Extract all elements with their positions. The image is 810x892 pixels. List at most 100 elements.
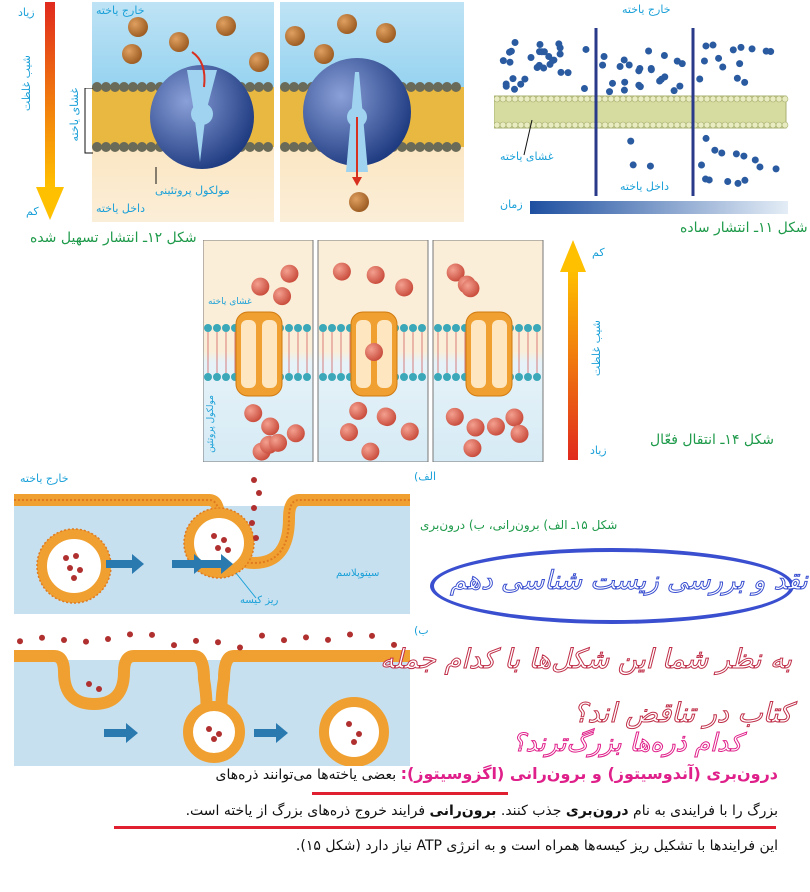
lipid-head <box>733 121 741 129</box>
lipid-head <box>781 121 789 129</box>
lipid-head <box>553 95 561 103</box>
lipid-head <box>655 95 663 103</box>
paragraph-line-2: بزرگ را با فرایندی به نام درون‌بری جذب ک… <box>186 803 778 819</box>
lipid-head <box>697 95 705 103</box>
molecule <box>506 58 514 66</box>
lipid-head <box>418 324 426 332</box>
lipid-head <box>505 95 513 103</box>
lipid-head <box>643 121 651 129</box>
molecule <box>660 52 668 60</box>
molecule <box>486 417 505 436</box>
molecule <box>732 150 740 158</box>
molecule <box>582 45 590 53</box>
particle <box>356 731 362 737</box>
molecule <box>251 277 270 296</box>
molecule <box>636 83 644 91</box>
lipid-head <box>110 142 120 152</box>
concentration-gradient-arrow <box>560 240 586 460</box>
particle <box>259 632 265 639</box>
lipid-head <box>667 121 675 129</box>
lipid-head <box>533 373 541 381</box>
lipid-head <box>319 373 327 381</box>
lipid-head <box>625 121 633 129</box>
molecule <box>564 69 572 77</box>
molecule <box>527 54 535 62</box>
lipid-head <box>643 95 651 103</box>
particle <box>63 555 69 561</box>
molecule <box>625 61 633 69</box>
lipid-head <box>727 121 735 129</box>
lipid-head <box>523 121 531 129</box>
particle <box>369 632 375 639</box>
question-line-3: کدام ذره‌ها بزرگ‌ترند؟ <box>512 728 743 758</box>
membrane-label: غشای یاخته <box>68 88 81 142</box>
outside-cell-label: خارج یاخته <box>622 3 671 16</box>
figure-15-caption: شکل ۱۵ـ الف) برون‌رانی، ب) درون‌بری <box>420 518 618 532</box>
lipid-head <box>328 373 336 381</box>
lipid-head <box>511 95 519 103</box>
lipid-head <box>763 121 771 129</box>
lipid-head <box>254 82 264 92</box>
molecule <box>702 42 710 50</box>
molecule <box>550 56 558 64</box>
gradient-low-label: کم <box>26 205 39 218</box>
molecule <box>505 408 524 427</box>
lipid-head <box>204 324 212 332</box>
paragraph-text: جذب کنند. <box>496 803 566 819</box>
particle <box>347 631 353 638</box>
paragraph-line-3: این فرایندها با تشکیل ریز کیسه‌ها همراه … <box>295 838 778 854</box>
lipid-head <box>280 82 290 92</box>
lipid-head <box>673 121 681 129</box>
lipid-head <box>757 121 765 129</box>
lipid-head <box>547 95 555 103</box>
part-b-label: ب) <box>414 624 429 637</box>
lipid-head <box>721 95 729 103</box>
lipid-head <box>533 324 541 332</box>
lipid-head <box>285 324 293 332</box>
molecule <box>719 63 727 71</box>
lipid-head <box>517 95 525 103</box>
molecule <box>740 152 748 160</box>
lipid-head <box>328 324 336 332</box>
lipid-head <box>571 95 579 103</box>
term-endocytosis: درون‌بری <box>565 803 629 819</box>
lipid-head <box>547 121 555 129</box>
membrane-label: غشای یاخته <box>208 297 252 307</box>
molecule <box>673 57 681 65</box>
lipid-head <box>92 82 102 92</box>
lipid-head <box>222 373 230 381</box>
particle <box>83 638 89 645</box>
molecule <box>733 74 741 82</box>
lipid-head <box>524 324 532 332</box>
lipid-head <box>424 82 434 92</box>
lipid-head <box>523 95 531 103</box>
lipid-head <box>443 324 451 332</box>
particle <box>215 545 221 551</box>
lipid-head <box>298 142 308 152</box>
molecule <box>729 46 737 54</box>
lipid-head <box>101 82 111 92</box>
lipid-head <box>745 95 753 103</box>
lipid-head <box>254 142 264 152</box>
lipid-head <box>298 82 308 92</box>
question-line-1: به نظر شما این شکل‌ها با کدام جمله <box>380 644 793 676</box>
lipid-head <box>119 82 129 92</box>
lipid-head <box>442 82 452 92</box>
lipid-head <box>739 95 747 103</box>
lipid-head <box>406 142 416 152</box>
particle <box>351 739 357 745</box>
particle <box>96 686 102 692</box>
lipid-head <box>715 95 723 103</box>
lipid-head <box>337 373 345 381</box>
molecule <box>711 146 719 154</box>
simple-diffusion-figure <box>494 28 789 214</box>
molecule <box>461 279 480 298</box>
underline <box>114 826 776 829</box>
lipid-head <box>535 95 543 103</box>
gradient-label: شیب غلظت <box>20 55 33 112</box>
molecule <box>463 439 482 458</box>
lipid-head <box>263 142 273 152</box>
lipid-head <box>649 95 657 103</box>
lipid-head <box>294 324 302 332</box>
lipid-head <box>245 82 255 92</box>
